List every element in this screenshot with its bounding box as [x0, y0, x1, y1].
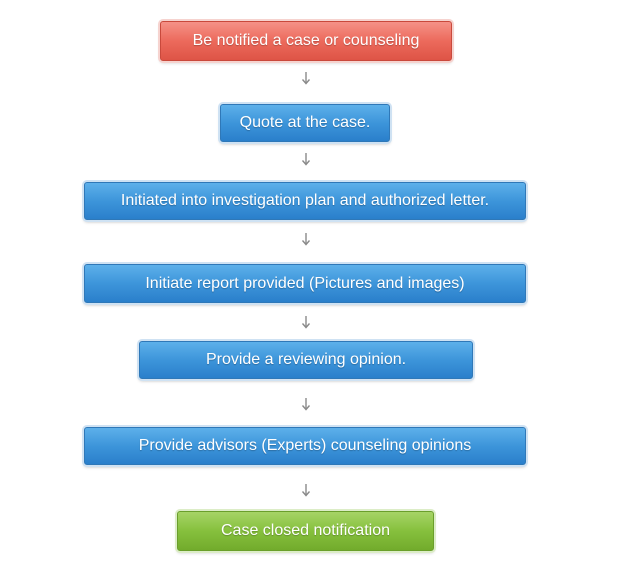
- step-label: Initiate report provided (Pictures and i…: [145, 274, 465, 292]
- step-case-closed[interactable]: Case closed notification: [177, 511, 434, 551]
- down-arrow-icon: [300, 233, 312, 247]
- step-quote-case[interactable]: Quote at the case.: [220, 104, 390, 142]
- step-investigation-plan[interactable]: Initiated into investigation plan and au…: [84, 182, 526, 220]
- step-label: Provide a reviewing opinion.: [205, 351, 407, 368]
- down-arrow-icon: [300, 72, 312, 86]
- step-be-notified[interactable]: Be notified a case or counseling: [160, 21, 452, 61]
- step-label: Case closed notification: [221, 522, 390, 539]
- step-label: Provide advisors (Experts) counseling op…: [138, 437, 472, 454]
- down-arrow-icon: [300, 153, 312, 167]
- down-arrow-icon: [300, 484, 312, 498]
- down-arrow-icon: [300, 316, 312, 330]
- down-arrow-icon: [300, 398, 312, 412]
- step-label: Quote at the case.: [239, 114, 371, 131]
- step-label: Be notified a case or counseling: [192, 32, 420, 49]
- step-label: Initiated into investigation plan and au…: [120, 192, 490, 209]
- step-initiate-report[interactable]: Initiate report provided (Pictures and i…: [84, 264, 526, 303]
- step-advisors-opinions[interactable]: Provide advisors (Experts) counseling op…: [84, 427, 526, 465]
- step-reviewing-opinion[interactable]: Provide a reviewing opinion.: [139, 341, 473, 379]
